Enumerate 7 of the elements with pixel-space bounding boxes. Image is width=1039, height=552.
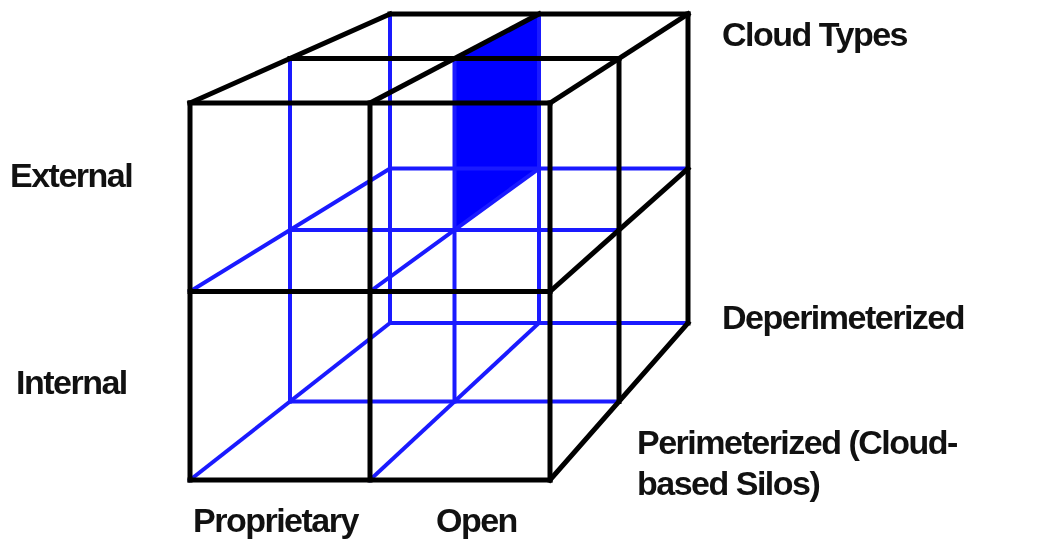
axis-label: Internal <box>16 362 128 403</box>
axis-label: Proprietary <box>193 500 360 541</box>
axis-label: Cloud Types <box>722 14 908 55</box>
axis-label: External <box>10 155 134 196</box>
axis-label: Deperimeterized <box>722 297 966 338</box>
axis-label: Perimeterized (Cloud-based Silos) <box>637 422 958 504</box>
axis-label: Open <box>436 500 518 541</box>
